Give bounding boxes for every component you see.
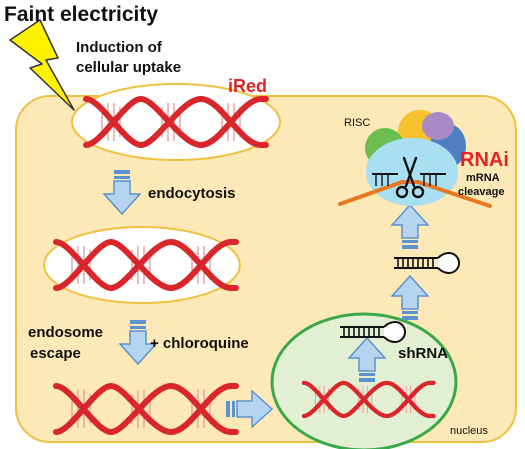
nucleus-label: nucleus	[450, 425, 488, 437]
risc-label: RISC	[344, 117, 370, 129]
mrna-bases	[375, 174, 437, 186]
induction-label-line1: Induction of	[76, 39, 163, 56]
induction-label-line2: cellular uptake	[76, 59, 181, 76]
mrna-cleavage-line2: cleavage	[458, 186, 504, 198]
ired-label: iRed	[228, 76, 267, 96]
chloroquine-label: + chloroquine	[150, 335, 249, 352]
scissors-icon	[395, 156, 425, 199]
shrna-label: shRNA	[398, 345, 448, 362]
lightning-bolt-icon	[9, 19, 75, 111]
endocytosis-label: endocytosis	[148, 185, 236, 202]
mrna-cleavage-line1: mRNA	[466, 172, 500, 184]
mrna-strand	[338, 180, 492, 208]
endosome-escape-line1: endosome	[28, 324, 103, 341]
endosome-escape-line2: escape	[30, 345, 81, 362]
title: Faint electricity	[4, 3, 158, 26]
rnai-label: RNAi	[460, 149, 509, 171]
